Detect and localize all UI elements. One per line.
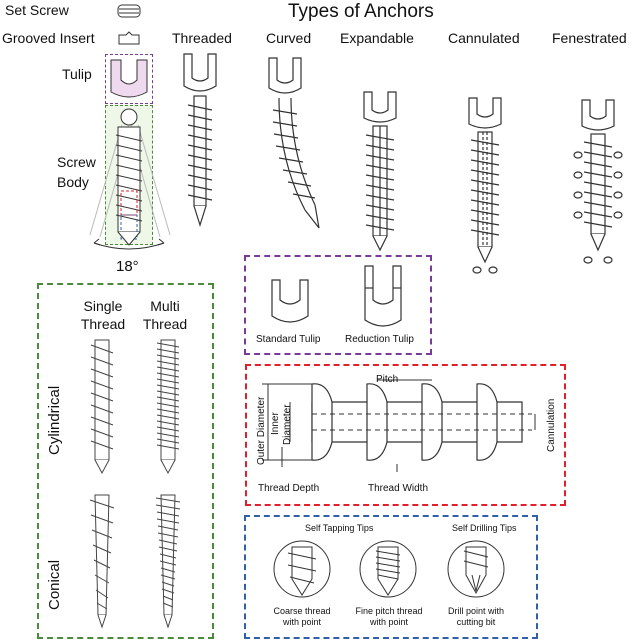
- tip-label-drill: Drill point with cutting bit: [436, 606, 516, 628]
- column-single-line1: Single: [83, 298, 123, 314]
- pitch-label: Pitch: [376, 374, 399, 385]
- thread-type-drawings: [89, 339, 181, 629]
- cannulated-anchor: [468, 97, 502, 274]
- anchor-label-fenestrated: Fenestrated: [552, 30, 627, 46]
- thread-width-label: Thread Width: [368, 483, 429, 494]
- inner-diameter-label: Inner Diameter: [270, 404, 294, 445]
- self-drilling-label: Self Drilling Tips: [452, 523, 517, 533]
- outer-diameter-label: Outer Diameter: [256, 396, 267, 465]
- angle-label: 18°: [116, 258, 139, 275]
- anchor-label-cannulated: Cannulated: [448, 30, 520, 46]
- column-multi-line1: Multi: [150, 298, 180, 314]
- curved-anchor: [268, 57, 320, 229]
- tip-coarse-line1: Coarse thread: [273, 606, 331, 616]
- tip-drill-line2: cutting bit: [456, 617, 496, 627]
- tip-drill-line1: Drill point with: [447, 606, 505, 616]
- row-cylindrical: Cylindrical: [46, 385, 63, 455]
- page-title: Types of Anchors: [288, 1, 434, 22]
- tulip-drawing: [110, 59, 148, 98]
- inner-diameter-line1: Inner: [270, 412, 281, 435]
- grooved-insert-label: Grooved Insert: [2, 30, 95, 46]
- reduction-tulip-label: Reduction Tulip: [345, 334, 414, 345]
- set-screw-label: Set Screw: [5, 2, 69, 18]
- screw-body-label: Screw Body: [57, 154, 96, 190]
- anchor-label-expandable: Expandable: [340, 30, 414, 46]
- standard-tulip-label: Standard Tulip: [256, 334, 321, 345]
- fenestrated-anchor: [573, 99, 623, 264]
- tulip-label: Tulip: [62, 66, 92, 82]
- tip-types-panel: [244, 515, 538, 639]
- thread-geometry-panel: [245, 364, 566, 506]
- inner-diameter-line2: Diameter: [282, 404, 293, 445]
- anchor-label-threaded: Threaded: [172, 30, 232, 46]
- cannulation-label: Cannulation: [546, 398, 557, 452]
- tip-label-fine: Fine pitch thread with point: [344, 606, 434, 628]
- anchor-label-curved: Curved: [266, 30, 312, 46]
- tip-label-coarse: Coarse thread with point: [262, 606, 342, 628]
- anchor-types-drawings: [183, 53, 623, 274]
- tip-coarse-line2: with point: [282, 617, 322, 627]
- thread-type-panel: [37, 283, 214, 639]
- column-multi-thread: Multi Thread: [140, 297, 190, 333]
- column-single-line2: Thread: [80, 316, 126, 332]
- thread-depth-label: Thread Depth: [258, 483, 320, 494]
- tip-fine-line2: with point: [369, 617, 409, 627]
- column-multi-line2: Thread: [142, 316, 188, 332]
- tulip-type-drawings: [271, 265, 402, 327]
- tulip-type-panel: [244, 255, 432, 355]
- grooved-insert-icon: [118, 31, 140, 45]
- tip-drawings: [273, 540, 505, 598]
- screw-label: Screw Body: [57, 152, 97, 192]
- thread-geometry-drawing: [262, 379, 536, 472]
- self-tapping-label: Self Tapping Tips: [305, 523, 374, 533]
- screw-body-drawing: [89, 108, 171, 250]
- set-screw-icon: [117, 4, 141, 18]
- expandable-anchor: [363, 91, 397, 252]
- row-conical: Conical: [46, 559, 63, 610]
- tip-fine-line1: Fine pitch thread: [355, 606, 423, 616]
- tulip-highlight-box: [105, 54, 153, 104]
- column-single-thread: Single Thread: [78, 297, 128, 333]
- threaded-anchor: [183, 53, 217, 227]
